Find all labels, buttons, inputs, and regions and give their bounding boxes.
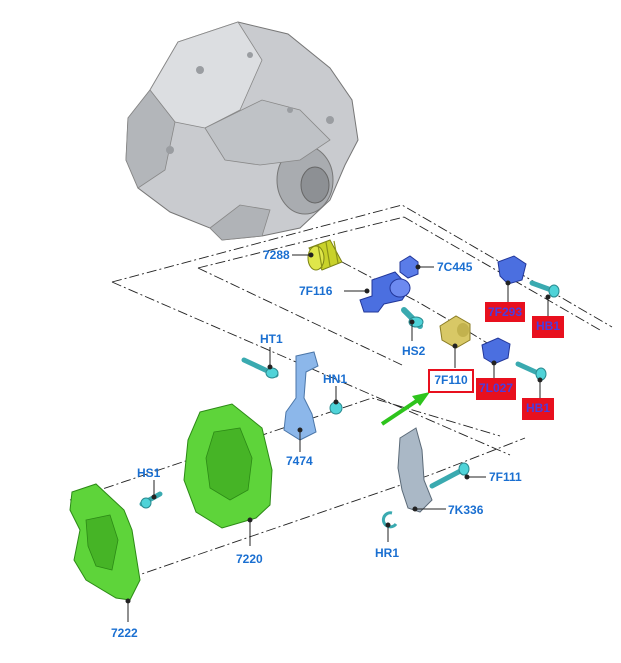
- label-HR1: HR1: [375, 546, 400, 560]
- part-HB1-bolt-lower: [515, 361, 547, 381]
- label-HN1: HN1: [323, 372, 348, 386]
- label-7C445: 7C445: [437, 260, 473, 274]
- label-7L027: 7L027: [476, 378, 516, 400]
- part-7220-shield: [183, 403, 273, 529]
- label-HT1: HT1: [260, 332, 283, 346]
- label-HB1-lower: HB1: [522, 398, 554, 420]
- label-7F116: 7F116: [299, 284, 333, 298]
- part-HT1-bolt: [241, 357, 279, 379]
- part-7F116-lever: [359, 271, 411, 313]
- part-7288-boot: [307, 239, 343, 271]
- label-7220: 7220: [236, 552, 263, 566]
- part-7C445: [399, 255, 419, 279]
- label-7F293: 7F293: [485, 302, 525, 322]
- label-7474: 7474: [286, 454, 313, 468]
- part-7L027: [481, 337, 511, 365]
- label-7F111: 7F111: [489, 470, 522, 484]
- transmission-housing: [125, 21, 359, 241]
- green-pointer-arrow: [380, 392, 430, 426]
- part-7F293: [497, 255, 527, 285]
- part-7474-bracket: [283, 351, 319, 441]
- label-7222: 7222: [111, 626, 138, 640]
- part-7F110: [439, 315, 471, 349]
- label-HS2: HS2: [402, 344, 426, 358]
- part-HS1-bolt: [139, 491, 163, 509]
- leader-lines: [125, 252, 551, 622]
- part-7F111-shaft: [429, 462, 470, 489]
- part-7K336-fork: [397, 427, 433, 513]
- part-HS2-bolt: [401, 307, 424, 329]
- label-HB1-top: HB1: [532, 316, 564, 338]
- label-HS1: HS1: [137, 466, 161, 480]
- part-HB1-bolt-top: [529, 280, 560, 298]
- part-HR1-ring: [381, 511, 398, 529]
- label-7F110: 7F110: [428, 369, 474, 393]
- part-7222-cover: [69, 483, 141, 601]
- label-7288: 7288: [263, 248, 290, 262]
- label-7K336: 7K336: [448, 503, 484, 517]
